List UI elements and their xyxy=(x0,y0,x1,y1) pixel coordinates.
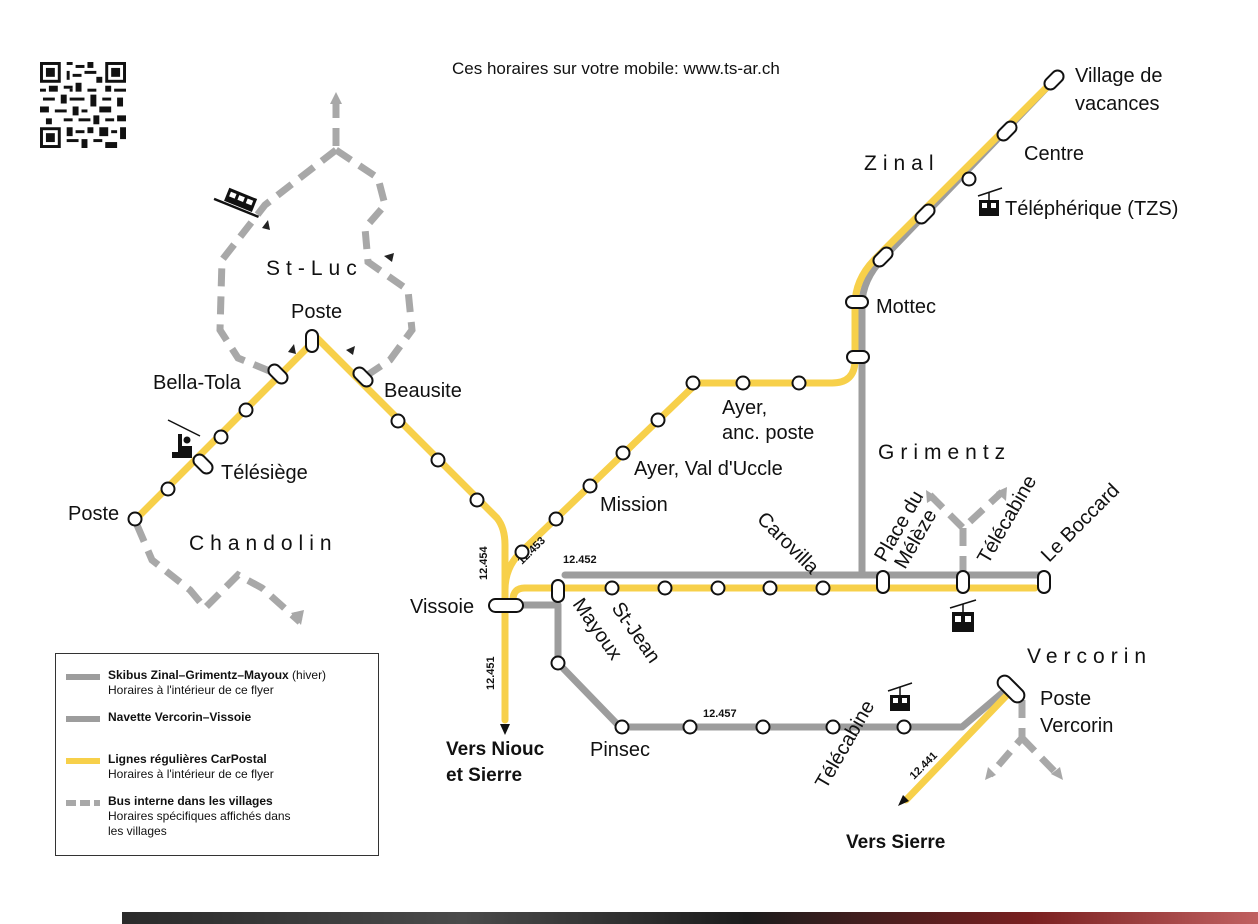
town-st-luc: St-Luc xyxy=(266,257,363,280)
stop-poste-chandolin: Poste xyxy=(68,503,119,525)
destination-vers-niouc: Vers Niouc xyxy=(446,739,545,760)
destination-et-sierre: et Sierre xyxy=(446,765,522,786)
stop-poste-st-luc: Poste xyxy=(291,301,342,323)
town-chandolin: Chandolin xyxy=(189,532,338,555)
legend-carpostal-title: Lignes régulières CarPostal xyxy=(108,752,267,766)
stop-pinsec: Pinsec xyxy=(590,739,650,761)
gondola-icon xyxy=(949,599,977,632)
legend-swatch-grey xyxy=(66,716,100,722)
legend-swatch-dashed xyxy=(66,800,100,806)
arrow-down-icon xyxy=(898,795,909,806)
header-text: Ces horaires sur votre mobile: www.ts-ar… xyxy=(452,59,780,78)
legend-skibus-desc: Horaires à l'intérieur de ce flyer xyxy=(108,683,274,697)
gondola-icon xyxy=(887,682,913,711)
stop-bella-tola: Bella-Tola xyxy=(153,372,242,394)
legend-swatch-yellow xyxy=(66,758,100,764)
direction-arrowheads xyxy=(262,220,394,355)
legend-carpostal-desc: Horaires à l'intérieur de ce flyer xyxy=(108,767,274,781)
stop-beausite: Beausite xyxy=(384,380,462,402)
stop-telecabine-vercorin: Télécabine xyxy=(811,697,879,793)
legend-swatch-grey xyxy=(66,674,100,680)
stop-telecabine-grimentz: Télécabine xyxy=(973,472,1041,568)
stop-ayer-val-duccle: Ayer, Val d'Uccle xyxy=(634,458,783,480)
stop-village-de-vacances: Village de xyxy=(1075,65,1162,87)
stop-ayer-anc-poste: Ayer, xyxy=(722,397,767,419)
stop-vissoie: Vissoie xyxy=(410,596,474,618)
legend-skibus-season: (hiver) xyxy=(288,668,327,682)
funicular-icon xyxy=(213,187,260,219)
bottom-photo-strip xyxy=(122,912,1258,924)
stop-poste-vercorin: Poste xyxy=(1040,688,1091,710)
stop-carovilla: Carovilla xyxy=(752,508,823,579)
chairlift-icon xyxy=(167,419,201,458)
destination-vers-sierre: Vers Sierre xyxy=(846,832,945,853)
line-number-12451: 12.451 xyxy=(485,656,497,690)
town-vercorin: Vercorin xyxy=(1027,645,1152,668)
stop-centre: Centre xyxy=(1024,143,1084,165)
stop-ayer-anc-poste-2: anc. poste xyxy=(722,422,814,444)
stop-telepherique: Téléphérique (TZS) xyxy=(1005,198,1178,220)
stop-telesiege: Télésiège xyxy=(221,462,308,484)
legend-bus-desc-2: les villages xyxy=(108,824,167,838)
stop-mottec: Mottec xyxy=(876,296,936,318)
stop-mission: Mission xyxy=(600,494,668,516)
stop-le-boccard: Le Boccard xyxy=(1037,479,1124,566)
qr-code-icon[interactable] xyxy=(40,62,126,148)
internal-bus-lines xyxy=(133,100,1061,778)
stop-village-de-vacances-2: vacances xyxy=(1075,93,1160,115)
town-zinal: Zinal xyxy=(864,152,940,175)
line-number-12457: 12.457 xyxy=(703,708,737,720)
legend-bus-title: Bus interne dans les villages xyxy=(108,794,273,808)
town-grimentz: Grimentz xyxy=(878,441,1011,464)
line-number-12454: 12.454 xyxy=(478,545,490,580)
dashed-arrows xyxy=(291,92,1063,780)
legend: Skibus Zinal–Grimentz–Mayoux (hiver) Hor… xyxy=(55,653,379,856)
arrow-down-icon xyxy=(500,724,510,735)
legend-skibus-title: Skibus Zinal–Grimentz–Mayoux xyxy=(108,668,289,682)
cable-car-icon xyxy=(977,187,1003,216)
stop-markers xyxy=(127,171,977,735)
line-number-12452: 12.452 xyxy=(563,554,597,566)
hub-markers xyxy=(192,69,1065,704)
legend-navette-title: Navette Vercorin–Vissoie xyxy=(108,710,252,724)
legend-bus-desc: Horaires spécifiques affichés dans xyxy=(108,809,291,823)
stop-poste-vercorin-2: Vercorin xyxy=(1040,715,1113,737)
